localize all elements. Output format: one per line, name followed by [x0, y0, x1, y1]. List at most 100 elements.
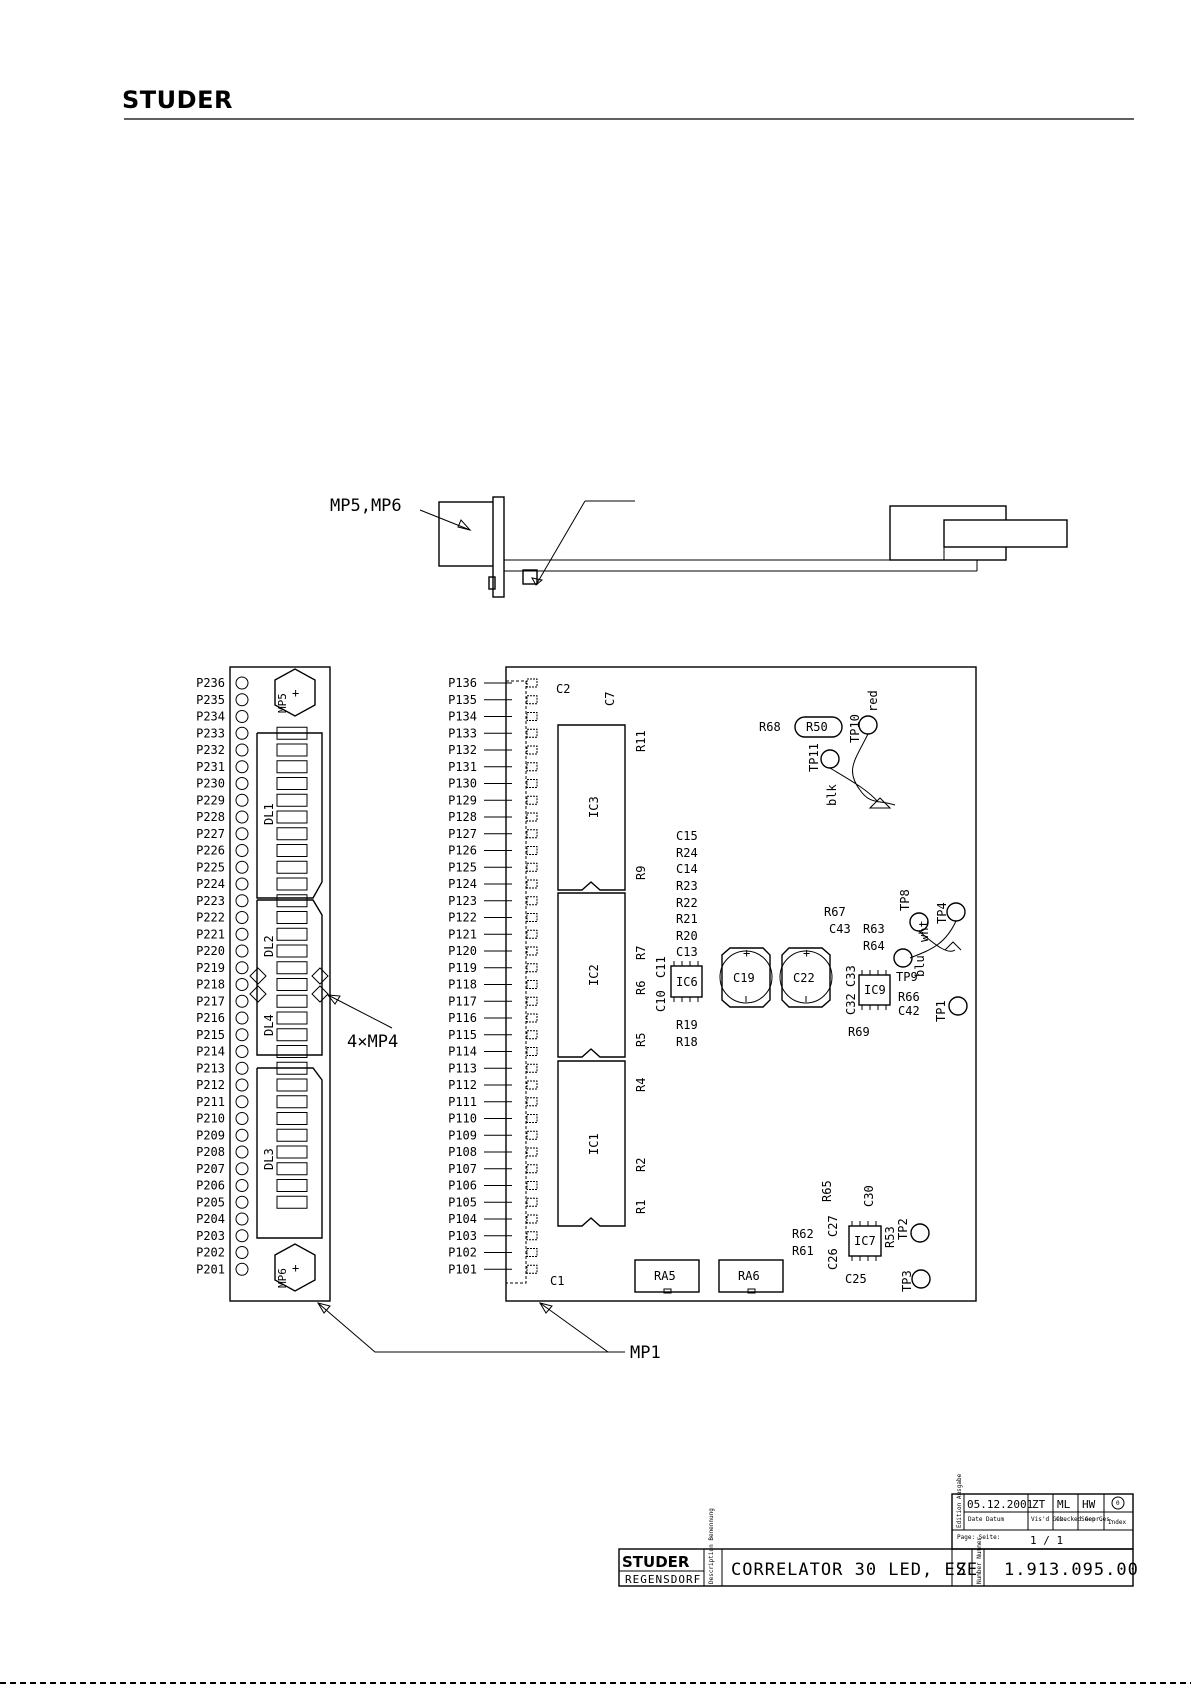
board-pin-pad: [526, 1147, 538, 1157]
svg-text:C15: C15: [676, 829, 698, 843]
board-pin-label: P124: [448, 877, 477, 891]
connector-pin-label: P224: [196, 877, 225, 891]
led-segment: [276, 978, 308, 991]
board-pin-label: P130: [448, 777, 477, 791]
ic7-chip: IC7: [848, 1221, 882, 1261]
board-pin-pad: [526, 862, 538, 872]
board-pin-pad: [526, 712, 538, 721]
mp5-label: MP5: [276, 693, 289, 713]
board-pin-pad: [526, 1231, 538, 1241]
board-pin-label: P116: [448, 1011, 477, 1025]
board-pin-pad: [526, 896, 538, 906]
group-dl2: DL2: [262, 935, 276, 957]
svg-text:R65: R65: [820, 1180, 834, 1202]
board-pin-pad: [526, 929, 538, 939]
connector-pin-hole: [235, 793, 249, 807]
board-pin-label: P107: [448, 1162, 477, 1176]
tp4-testpoint: [946, 902, 966, 922]
connector-pin-label: P202: [196, 1246, 225, 1260]
side-view: MP5,MP6: [330, 496, 1068, 598]
board-pin-pad: [526, 846, 538, 855]
board-pin-pad: [526, 1114, 538, 1123]
board-pin-pad: [526, 1063, 538, 1073]
board-pin-label: P118: [448, 978, 477, 992]
led-segment: [276, 1162, 308, 1176]
svg-text:TP8: TP8: [898, 889, 912, 911]
connector-pin-label: P206: [196, 1179, 225, 1193]
connector-pin-label: P207: [196, 1162, 225, 1176]
svg-text:wht: wht: [917, 920, 931, 942]
svg-text:R4: R4: [634, 1078, 648, 1092]
connector-pin-label: P213: [196, 1061, 225, 1075]
connector-pin-hole: [235, 1011, 249, 1025]
board-pin-label: P121: [448, 927, 477, 941]
led-segment: [276, 1061, 308, 1075]
connector-pin-hole: [235, 710, 249, 723]
connector-pin-label: P205: [196, 1195, 225, 1209]
board-pin-label: P131: [448, 760, 477, 774]
index-value: 0: [1116, 1500, 1120, 1507]
led-segment: [276, 1095, 308, 1109]
connector-pin-label: P234: [196, 710, 225, 724]
svg-text:C14: C14: [676, 862, 698, 876]
connector-pin-hole: [235, 1229, 249, 1243]
mp1-callout: MP1: [316, 1302, 661, 1363]
date-label: Date Datum: [968, 1516, 1005, 1523]
connector-pin-hole: [235, 1078, 249, 1092]
c22-capacitor: + C22: [779, 946, 833, 1008]
led-segment: [276, 877, 308, 891]
svg-text:R11: R11: [634, 730, 648, 752]
connector-pin-hole: [235, 860, 249, 874]
date-value: 05.12.2001: [967, 1498, 1033, 1511]
connector-pin-label: P232: [196, 743, 225, 757]
svg-text:R20: R20: [676, 929, 698, 943]
led-segment: [276, 793, 308, 807]
connector-pin-hole: [235, 1061, 249, 1075]
tp1-testpoint: [948, 996, 968, 1016]
svg-text:R67: R67: [824, 905, 846, 919]
connector-pin-label: P220: [196, 944, 225, 958]
connector-pin-label: P209: [196, 1128, 225, 1142]
board-pin-pad: [526, 996, 538, 1006]
led-segment: [276, 1078, 308, 1092]
svg-text:IC3: IC3: [587, 796, 601, 818]
connector-pin-hole: [235, 676, 249, 690]
svg-text:R61: R61: [792, 1244, 814, 1258]
svg-text:TP10: TP10: [848, 714, 862, 743]
board-pin-pad: [526, 946, 538, 956]
connector-pin-hole: [235, 693, 249, 707]
connector-pin-label: P235: [196, 693, 225, 707]
c19-capacitor: + C19: [719, 946, 773, 1008]
connector-pin-label: P228: [196, 810, 225, 824]
svg-text:IC6: IC6: [676, 975, 698, 989]
svg-text:C11: C11: [654, 956, 668, 978]
board-pin-pad: [526, 1181, 538, 1190]
connector-pin-hole: [235, 760, 249, 774]
svg-text:TP9: TP9: [896, 970, 918, 984]
board-pin-pad: [526, 913, 538, 922]
board-pin-pad: [526, 1080, 538, 1090]
title-block: Edition Ausgabe 05.12.2001 Date Datum ZT…: [618, 1473, 1138, 1587]
led-segment: [276, 1045, 308, 1058]
connector-pin-label: P225: [196, 860, 225, 874]
led-segment: [276, 777, 308, 790]
connector-pin-hole: [235, 1212, 249, 1226]
tp11-testpoint: [820, 749, 840, 769]
svg-text:C26: C26: [826, 1248, 840, 1270]
edition-label: Edition Ausgabe: [956, 1473, 963, 1528]
svg-text:IC7: IC7: [854, 1234, 876, 1248]
board-pin-label: P104: [448, 1212, 477, 1226]
board-pin-pad: [526, 829, 538, 839]
svg-text:+: +: [292, 686, 299, 700]
page-value: 1 / 1: [1030, 1534, 1063, 1547]
led-segment: [276, 760, 308, 774]
svg-text:C27: C27: [826, 1215, 840, 1237]
board-pin-label: P114: [448, 1045, 477, 1059]
board-pin-pad: [526, 963, 538, 973]
connector-pin-hole: [235, 1045, 249, 1058]
connector-pin-label: P204: [196, 1212, 225, 1226]
board-pin-pad: [526, 1013, 538, 1023]
seen-value: HW: [1082, 1498, 1096, 1511]
connector-pin-hole: [235, 1262, 249, 1276]
board-pin-label: P111: [448, 1095, 477, 1109]
